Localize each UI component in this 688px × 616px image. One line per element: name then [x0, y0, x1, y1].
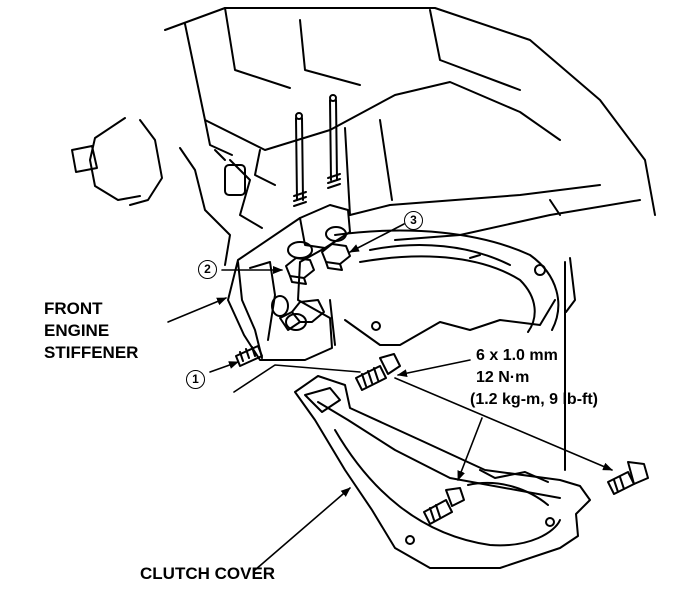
crankshaft-nose — [71, 117, 231, 266]
stiffener-nuts — [285, 243, 351, 285]
label-front: FRONT — [44, 299, 103, 318]
torque-spec-nm: 12 N·m — [476, 369, 530, 386]
label-stiffener: STIFFENER — [44, 343, 139, 362]
stiffener-bolts — [235, 299, 325, 367]
leader-lines — [167, 223, 613, 571]
torque-spec-bolt-size: 6 x 1.0 mm — [476, 347, 558, 364]
clutch-cover-shape — [294, 375, 591, 569]
front-engine-stiffener — [227, 204, 351, 361]
callout-3: 3 — [404, 211, 423, 230]
label-engine: ENGINE — [44, 321, 110, 340]
callout-1: 1 — [186, 370, 205, 389]
torque-spec-alt: (1.2 kg-m, 9 lb-ft) — [470, 391, 599, 408]
clutch-cover-bolts — [355, 353, 649, 525]
stiffener-studs — [293, 94, 341, 207]
engine-block — [164, 7, 656, 241]
label-clutch-cover: CLUTCH COVER — [140, 564, 276, 583]
callout-2: 2 — [198, 260, 217, 279]
transmission-housing — [329, 229, 576, 471]
